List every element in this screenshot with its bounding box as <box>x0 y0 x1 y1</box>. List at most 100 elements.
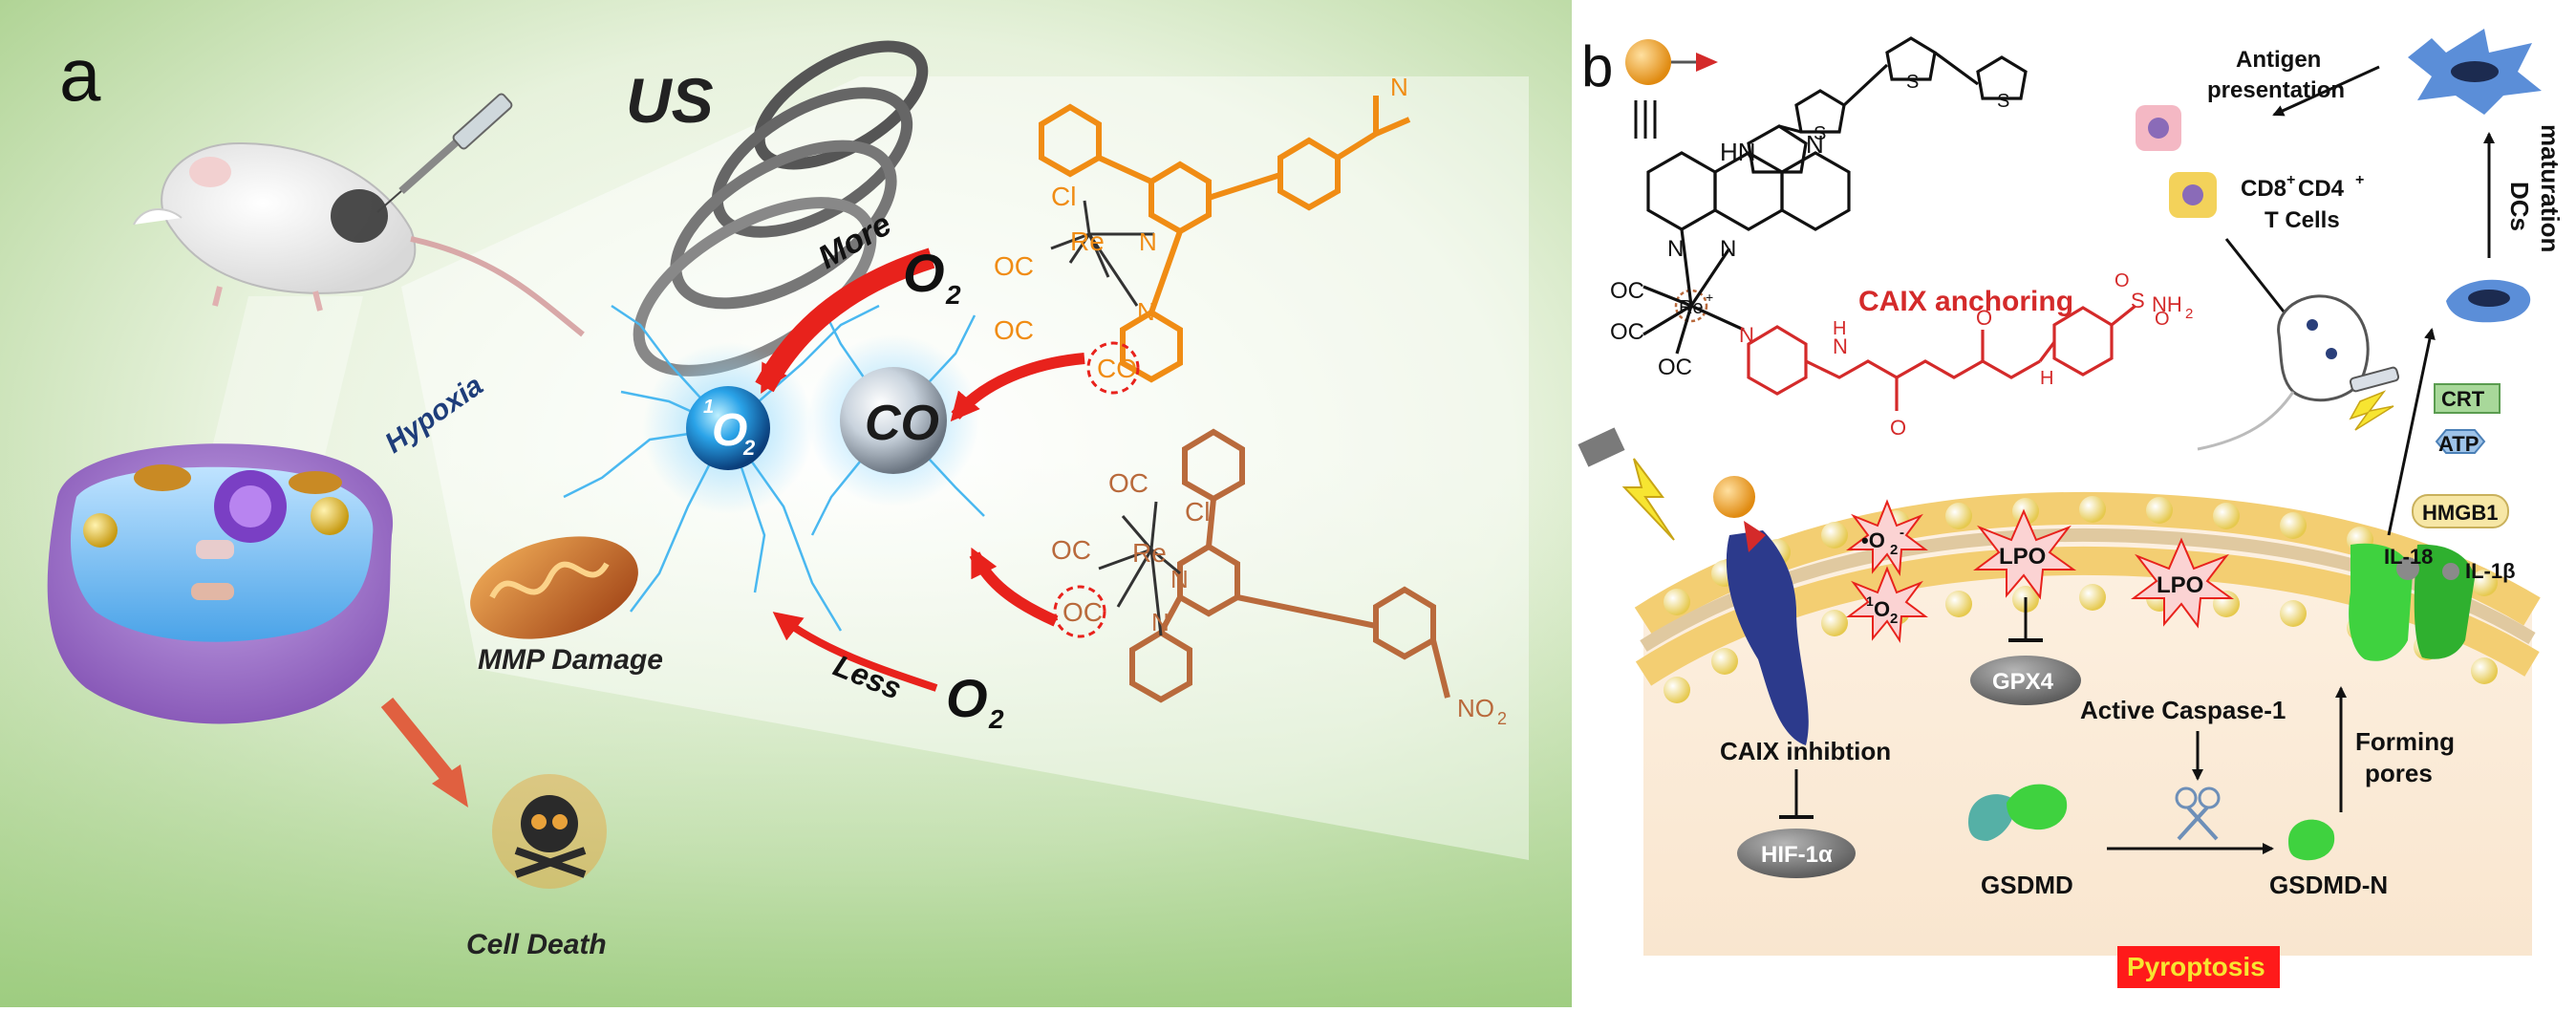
gsdmd-c-domain <box>1968 794 2015 841</box>
scissors-icon <box>2175 786 2221 841</box>
thiophene-3 <box>1976 55 2028 100</box>
orange-re-complex: Cl Re OC OC CO N N N <box>994 73 1411 395</box>
panel-divider <box>1575 0 1578 1007</box>
co-sphere: CO <box>807 305 985 536</box>
gsdmd-n-domain <box>2007 784 2068 830</box>
linker-h2: H <box>2040 368 2053 389</box>
more-o2-arrow <box>755 248 935 395</box>
gsdmd-protein <box>1968 784 2068 841</box>
brown-re-bonds <box>1098 501 1181 636</box>
atp-badge <box>2435 429 2486 454</box>
lightning-strands <box>563 304 880 632</box>
re-ligand-structure: HN N N N Re + S S S OC OC OC <box>1610 36 2028 380</box>
probe-icon <box>1625 39 1718 139</box>
linker-o3: O <box>2114 270 2130 291</box>
thiophene-imidazole-link <box>1778 124 1802 134</box>
mmp-damage-label: MMP Damage <box>478 644 663 676</box>
superoxide-star <box>1846 499 1928 577</box>
co-release-arrow-2 <box>969 547 1059 627</box>
mito-body <box>470 536 638 639</box>
il18-label: IL-18 <box>2384 545 2433 569</box>
light-beam <box>401 76 1529 860</box>
phen-right <box>1780 151 1851 231</box>
tcell-sup-2: + <box>2355 172 2364 188</box>
carbonyl-bonds <box>1895 330 1985 411</box>
gsdmd-pore <box>2349 543 2475 661</box>
caix-receptor <box>1713 476 1809 745</box>
ligand-oc1: OC <box>1610 278 1644 304</box>
panel-b-label: b <box>1581 34 1613 98</box>
crt-badge <box>2434 383 2501 414</box>
orange-central-ring <box>1148 161 1212 235</box>
receptor-body <box>1726 530 1809 745</box>
lightning-icon <box>1621 458 1675 541</box>
syringe-needle <box>376 190 402 213</box>
singlet-b-main: O <box>1874 597 1890 621</box>
organelle-2 <box>289 471 342 494</box>
orange-phenyl <box>1277 137 1341 211</box>
singlet-sub: 2 <box>742 436 756 460</box>
mouse-snout <box>133 207 182 226</box>
panel-a-label: a <box>59 32 101 117</box>
brown-n1: N <box>1170 565 1189 593</box>
brown-no2: NO <box>1457 694 1494 722</box>
o2-more-sub: 2 <box>945 280 961 310</box>
singlet-b-sup: 1 <box>1866 593 1874 609</box>
ligand-n3: N <box>1720 236 1736 262</box>
t-cell-pink-nucleus <box>2148 118 2169 139</box>
superoxide-sub: 2 <box>1890 542 1898 558</box>
dc-mature <box>2446 279 2531 323</box>
ligand-hn: HN <box>1720 138 1756 166</box>
thiophene-links <box>1842 51 1979 107</box>
hmgb1-badge <box>2412 494 2509 528</box>
t-cell-yellow-nucleus <box>2182 184 2203 205</box>
tcell-sup-1: + <box>2286 172 2295 188</box>
orange-oc-1: OC <box>994 251 1034 281</box>
ligand-re-sup: + <box>1706 290 1713 305</box>
ligand-s1: S <box>1814 123 1826 144</box>
imidazole-ring <box>1747 124 1808 174</box>
orange-co: CO <box>1097 354 1137 383</box>
bound-probe-ball <box>1713 476 1755 518</box>
death-arrow-shaft <box>380 697 456 785</box>
orange-n1: N <box>1139 227 1157 256</box>
antigen-arrow <box>2272 65 2380 117</box>
ligand-oc2: OC <box>1610 319 1644 345</box>
death-arrow-head <box>432 764 468 807</box>
dc-activated-nucleus <box>2451 61 2499 82</box>
ligand-s2: S <box>1906 72 1919 93</box>
syringe-body <box>452 93 513 150</box>
ligand-oc3: OC <box>1658 355 1692 380</box>
re-center-circle <box>1674 289 1708 323</box>
brown-re: Re <box>1132 538 1167 568</box>
caix-anchoring-label: CAIX anchoring <box>1858 286 2073 317</box>
mouse-b-lightning <box>2349 390 2394 431</box>
co-release-arrow-1 <box>950 353 1085 422</box>
probe-head <box>1696 53 1718 72</box>
dc-activated <box>2408 29 2542 115</box>
il18-dot <box>2396 557 2419 580</box>
singlet-sphere <box>686 386 770 470</box>
ligand-re: Re <box>1679 297 1704 318</box>
mouse-feet <box>212 286 323 312</box>
pyroptosis-badge <box>2117 946 2280 988</box>
atp-label: ATP <box>2438 432 2479 456</box>
less-o2-arrow <box>772 612 938 692</box>
organelle-4 <box>191 583 234 600</box>
pore-right <box>2414 544 2475 659</box>
dcs-label-2: maturation <box>2536 124 2565 252</box>
gpx4-pill <box>1970 656 2081 705</box>
organelle-1 <box>134 464 191 491</box>
brown-oc-circle <box>1053 585 1106 638</box>
lpo-star-2 <box>2131 537 2235 629</box>
brown-pyridine-top <box>1182 428 1245 503</box>
vesicle-2 <box>311 497 349 535</box>
organelle-3 <box>196 540 234 559</box>
linker-s: S <box>2131 289 2145 312</box>
orange-bonds <box>1097 96 1411 313</box>
tcell-label-2: CD4 <box>2298 176 2345 202</box>
damp-to-dc-arrow <box>2387 328 2436 536</box>
mouse-b-illustration <box>2197 294 2400 451</box>
mouse-b-spot-1 <box>2307 319 2318 331</box>
mito-cristae <box>489 561 610 599</box>
